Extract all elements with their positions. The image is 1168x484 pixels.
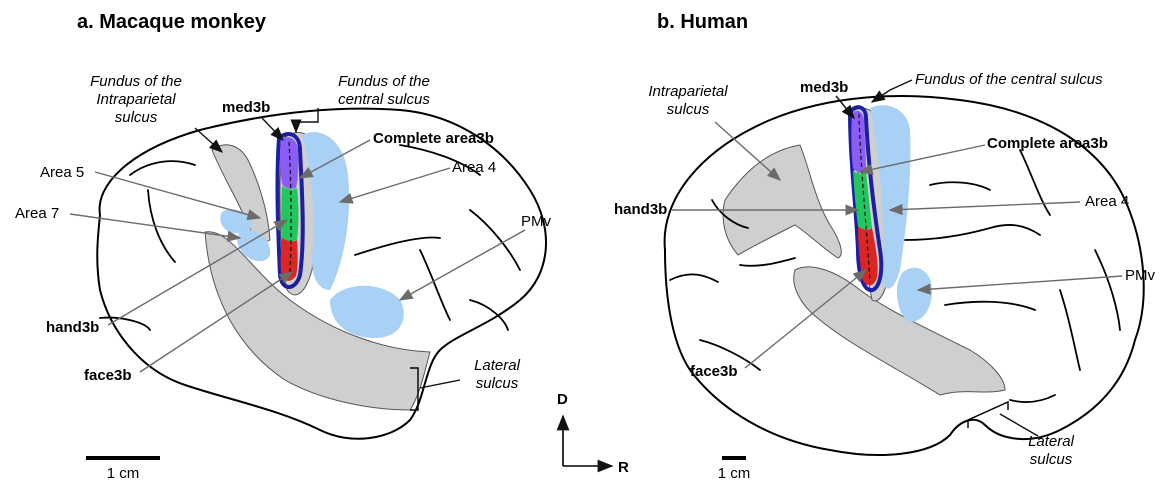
- label-complete-area3b: Complete area3b: [987, 135, 1108, 152]
- label-lateral-1: Lateral: [1028, 433, 1075, 450]
- compass-rostral: R: [618, 459, 629, 476]
- label-area7: Area 7: [15, 205, 59, 222]
- scale-label-macaque: 1 cm: [107, 465, 140, 482]
- label-hand3b: hand3b: [46, 319, 99, 336]
- macaque-hand3b: [281, 186, 298, 241]
- label-area5: Area 5: [40, 164, 84, 181]
- compass-dorsal: D: [557, 391, 568, 408]
- label-fundus-cs-2: central sulcus: [338, 91, 430, 108]
- label-fundus-cs-1: Fundus of the: [338, 73, 430, 90]
- panel-human: b. Human Intraparietal sulcus Fundus of …: [614, 11, 1156, 482]
- label-fundus-ips-3: sulcus: [115, 109, 158, 126]
- label-face3b: face3b: [84, 367, 132, 384]
- human-med3b: [851, 111, 866, 173]
- panel-b-title: b. Human: [657, 11, 748, 33]
- label-lateral-1: Lateral: [474, 357, 521, 374]
- label-fundus-cs: Fundus of the central sulcus: [915, 71, 1103, 88]
- label-ips-1: Intraparietal: [648, 83, 728, 100]
- panel-macaque: a. Macaque monkey Fundus of the Intrapar…: [15, 11, 552, 482]
- label-face3b: face3b: [690, 363, 738, 380]
- panel-a-title: a. Macaque monkey: [77, 11, 267, 33]
- label-pmv: PMv: [1125, 267, 1156, 284]
- orientation-compass: D R: [557, 391, 629, 476]
- label-ips-2: sulcus: [667, 101, 710, 118]
- label-lateral-2: sulcus: [476, 375, 519, 392]
- label-hand3b: hand3b: [614, 201, 667, 218]
- label-lateral-2: sulcus: [1030, 451, 1073, 468]
- label-pmv: PMv: [521, 213, 552, 230]
- scale-label-human: 1 cm: [718, 465, 751, 482]
- label-med3b: med3b: [800, 79, 848, 96]
- label-fundus-ips-1: Fundus of the: [90, 73, 182, 90]
- label-complete-area3b: Complete area3b: [373, 130, 494, 147]
- label-area4: Area 4: [452, 159, 496, 176]
- label-area4: Area 4: [1085, 193, 1129, 210]
- label-med3b: med3b: [222, 99, 270, 116]
- label-fundus-ips-2: Intraparietal: [96, 91, 176, 108]
